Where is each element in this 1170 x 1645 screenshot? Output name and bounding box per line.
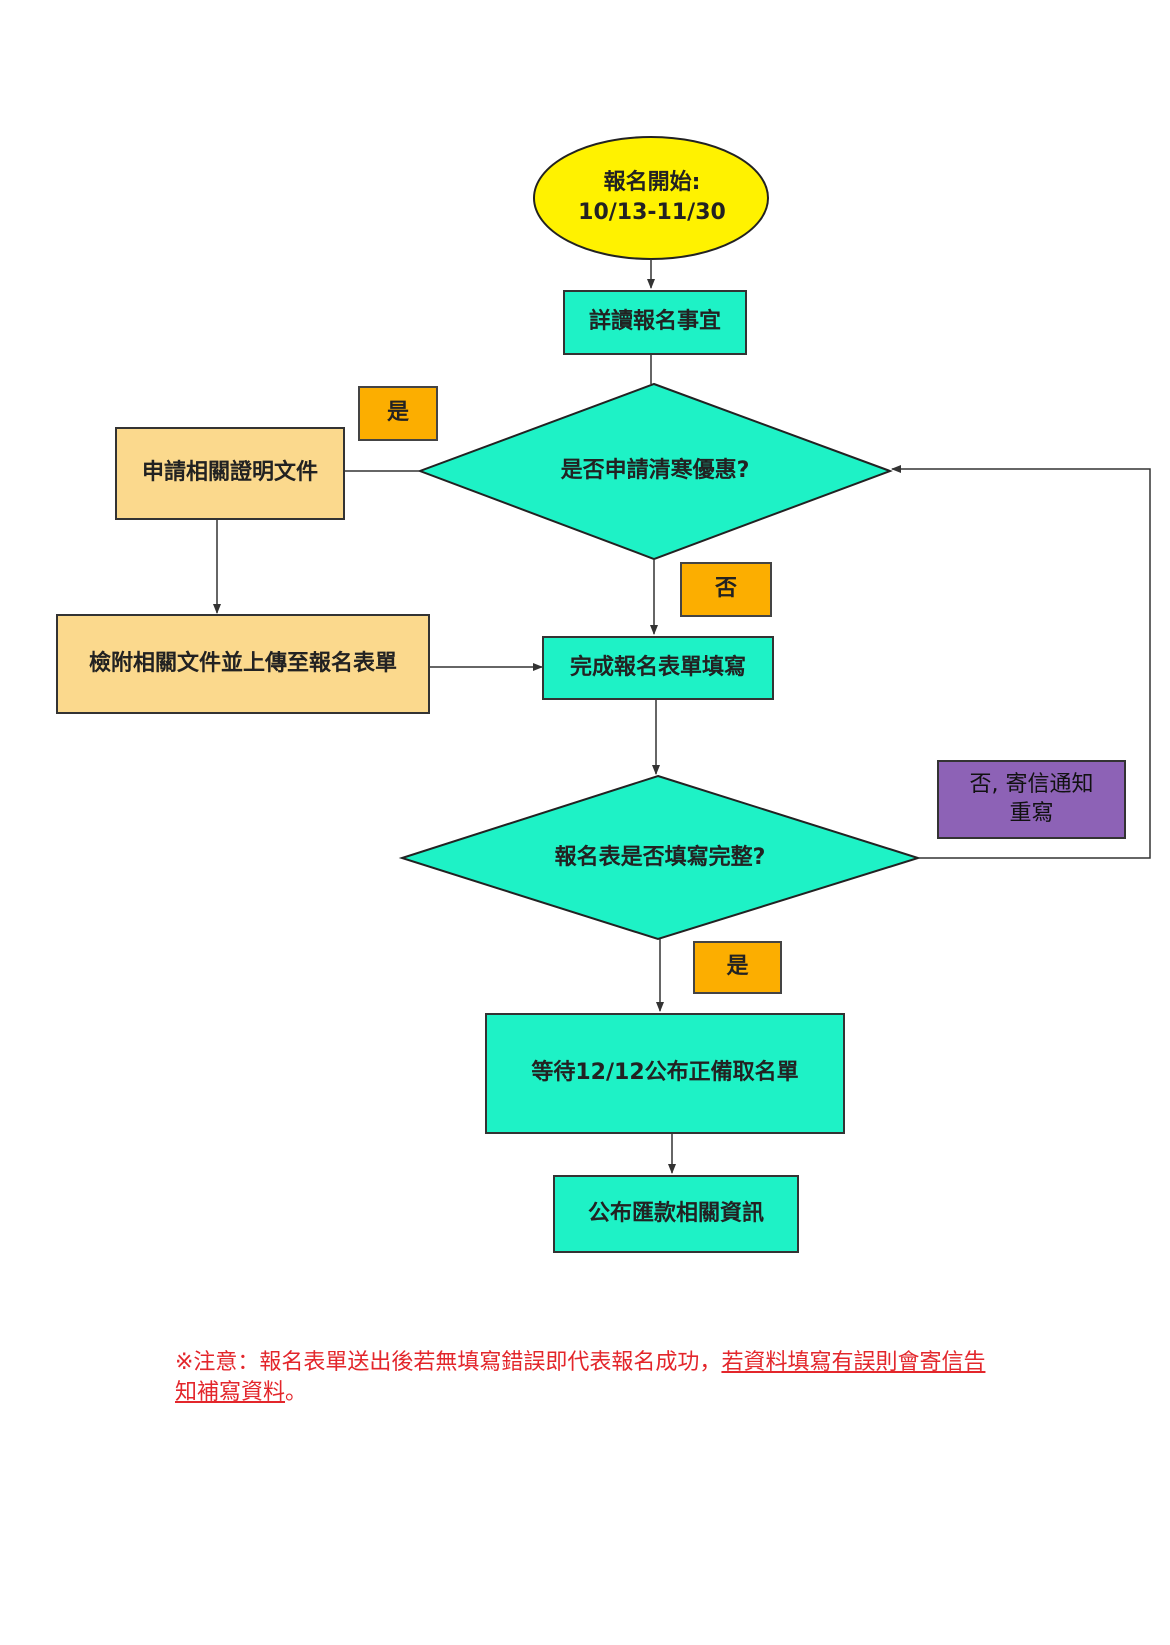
- complete-form-box: 完成報名表單填寫: [542, 636, 774, 700]
- footnote: ※注意：報名表單送出後若無填寫錯誤即代表報名成功，若資料填寫有誤則會寄信告知補寫…: [175, 1348, 1005, 1408]
- apply-docs-box: 申請相關證明文件: [115, 427, 345, 520]
- no-complete-line1: 否, 寄信通知: [969, 771, 1094, 797]
- note-prefix: ※注意：報名表單送出後若無填寫錯誤即代表報名成功，: [175, 1350, 722, 1375]
- yes-label-discount: 是: [358, 386, 438, 441]
- no-label-discount: 否: [680, 562, 772, 617]
- attach-upload-box: 檢附相關文件並上傳至報名表單: [56, 614, 430, 714]
- no-complete-line2: 重寫: [1009, 800, 1054, 826]
- decision-complete-label: 報名表是否填寫完整?: [554, 845, 766, 871]
- wait-list-box: 等待12/12公布正備取名單: [485, 1013, 845, 1134]
- decision-discount-label: 是否申請清寒優惠?: [560, 458, 750, 484]
- read-details-box: 詳讀報名事宜: [563, 290, 747, 355]
- start-line1: 報名開始:: [603, 170, 701, 196]
- decision-complete-diamond: [398, 774, 922, 941]
- yes-label-complete: 是: [693, 941, 782, 994]
- note-suffix: 。: [285, 1380, 308, 1405]
- no-label-complete: 否, 寄信通知 重寫: [937, 760, 1126, 839]
- start-line2: 10/13-11/30: [578, 200, 726, 225]
- remit-info-box: 公布匯款相關資訊: [553, 1175, 799, 1253]
- arrow-redo-loop: [891, 465, 1151, 859]
- note-underlined: 若資料填寫有誤則會寄信告知補寫資料: [175, 1350, 986, 1405]
- start-label: 報名開始: 10/13-11/30: [560, 166, 744, 230]
